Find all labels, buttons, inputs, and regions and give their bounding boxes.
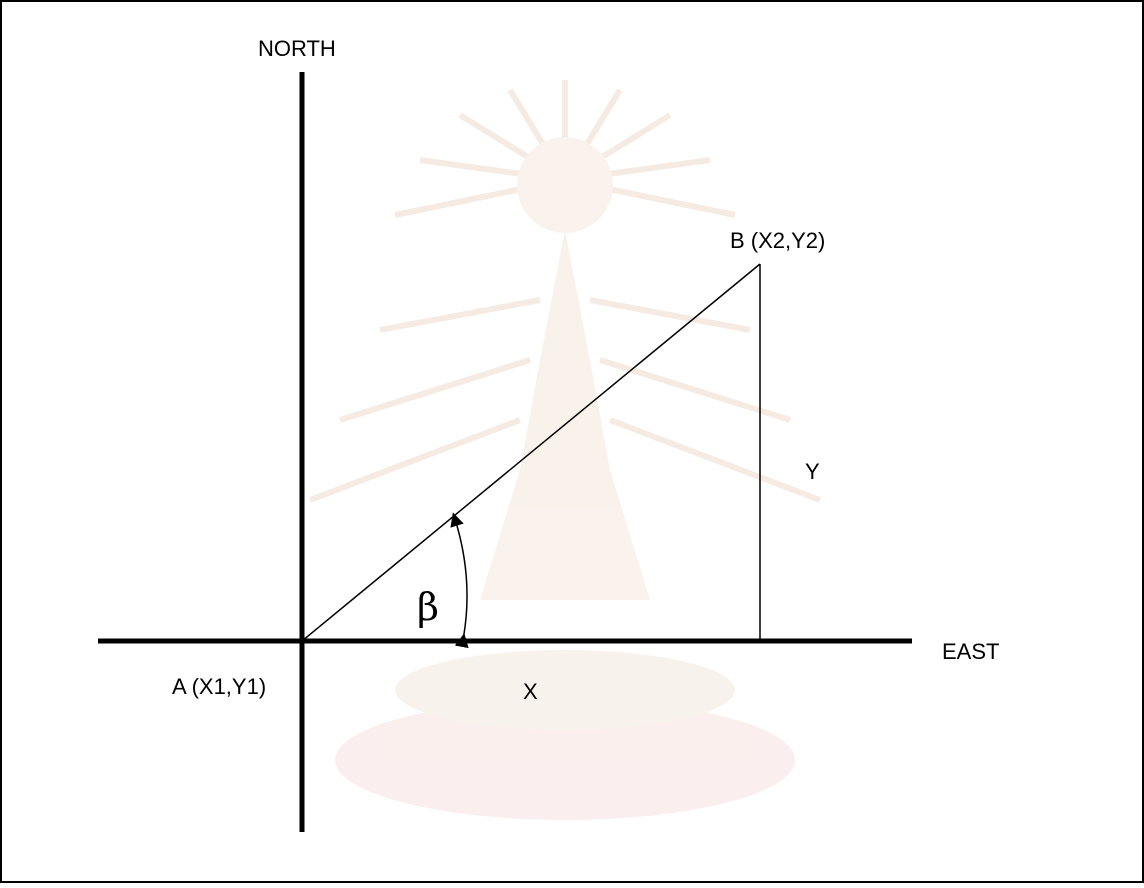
university-emblem-watermark [308, 80, 822, 820]
point-a-label: A (X1,Y1) [172, 674, 266, 699]
angle-beta-label: β [417, 585, 439, 629]
north-label: NORTH [258, 36, 336, 61]
angle-arc [450, 512, 469, 649]
point-b-label: B (X2,Y2) [730, 228, 825, 253]
y-component-label: Y [805, 459, 820, 484]
east-label: EAST [942, 639, 999, 664]
x-component-label: X [523, 679, 538, 704]
line-ab [301, 263, 761, 642]
